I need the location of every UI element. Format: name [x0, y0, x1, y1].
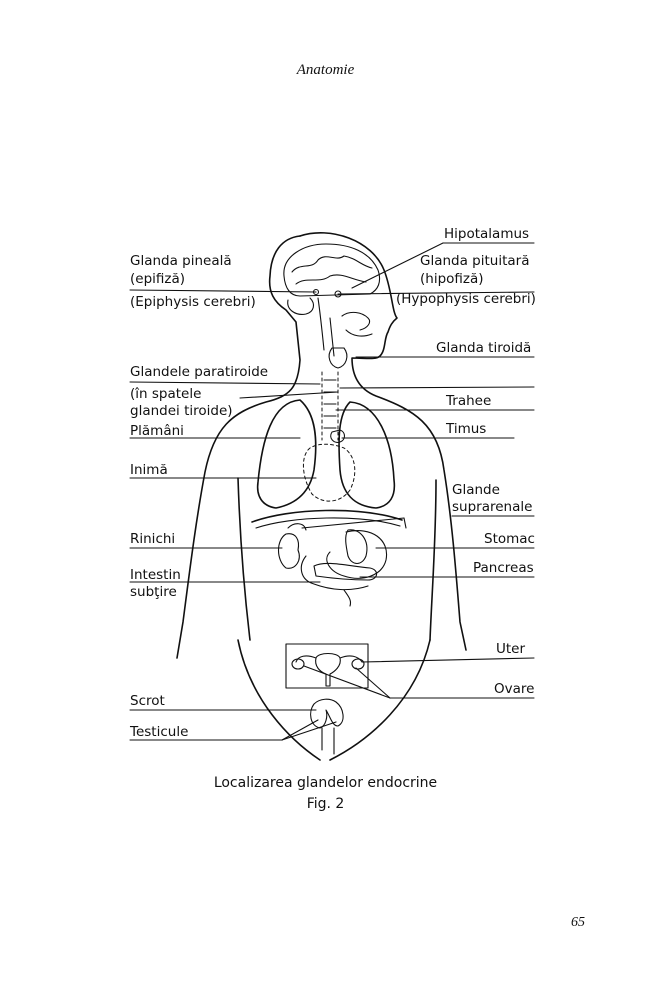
label-glande: Glande — [452, 482, 500, 498]
running-header: Anatomie — [296, 62, 355, 78]
small-intestine — [300, 555, 369, 591]
label-hipotalamus: Hipotalamus — [444, 226, 530, 242]
label-in-spatele: (în spatele — [130, 386, 202, 402]
kidney-right — [345, 529, 368, 565]
uterus — [315, 652, 341, 687]
pancreas — [313, 562, 378, 581]
page-number: 65 — [571, 915, 585, 930]
trachea — [321, 371, 339, 441]
figure-number: Fig. 2 — [306, 796, 345, 812]
right-leg — [329, 639, 431, 761]
brain-outline — [283, 243, 381, 297]
lung-right — [338, 401, 396, 509]
label-hypophysis-cerebri: (Hypophysis cerebri) — [396, 291, 536, 307]
label-stomac: Stomac — [484, 531, 535, 547]
left-arm-inner — [237, 477, 251, 641]
leader-lines — [129, 242, 535, 741]
label-testicule: Testicule — [130, 724, 189, 740]
label-inima: Inimă — [130, 462, 168, 478]
label-epiphysis-cerebri: (Epiphysis cerebri) — [130, 294, 256, 310]
scrotum — [310, 698, 344, 729]
label-trahee: Trahee — [446, 393, 492, 409]
stomach — [326, 530, 388, 579]
label-glanda-tiroida: Glanda tiroidă — [436, 340, 532, 356]
ovary-right — [351, 658, 365, 670]
body-outline-right — [299, 232, 467, 651]
label-intestin: Intestin — [130, 567, 181, 583]
thymus — [330, 429, 346, 443]
figure-caption: Localizarea glandelor endocrine — [213, 775, 438, 791]
label-hipofiza: (hipofiză) — [420, 271, 484, 287]
heart — [303, 443, 356, 502]
uterus-box — [285, 643, 369, 689]
label-glanda-pineala: Glanda pineală — [130, 253, 232, 269]
adrenal-left — [287, 523, 307, 531]
thyroid — [328, 347, 348, 369]
right-arm-inner — [429, 479, 437, 641]
label-glanda-pituitara: Glanda pituitară — [420, 253, 530, 269]
lung-left — [256, 399, 317, 509]
label-suprarenale: suprarenale — [452, 499, 533, 515]
left-leg — [237, 639, 321, 761]
label-subtire: subţire — [130, 584, 177, 600]
label-plamani: Plămâni — [130, 423, 184, 439]
label-ovare: Ovare — [494, 681, 535, 697]
kidney-left — [277, 533, 300, 569]
label-rinichi: Rinichi — [130, 531, 176, 547]
ovary-left — [291, 658, 305, 670]
label-timus: Timus — [446, 421, 487, 437]
cerebellum — [287, 297, 315, 315]
label-pancreas: Pancreas — [473, 560, 534, 576]
label-uter: Uter — [496, 641, 526, 657]
label-epifiza: (epifiză) — [130, 271, 186, 287]
body-outline-left — [176, 235, 301, 659]
label-glandele-paratiroide: Glandele paratiroide — [130, 364, 269, 380]
label-scrot: Scrot — [130, 693, 165, 709]
label-glandei-tiroide: glandei tiroide) — [130, 403, 233, 419]
